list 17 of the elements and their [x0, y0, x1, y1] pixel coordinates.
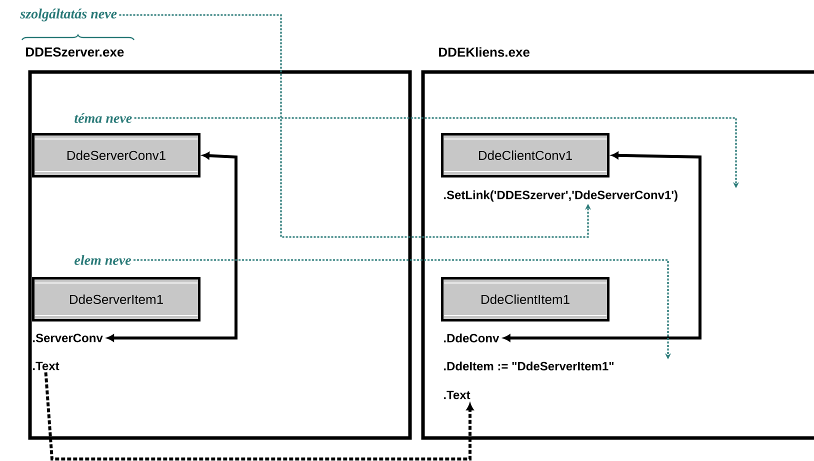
callout-text: elem neve: [74, 255, 132, 265]
node-label: DDESzerver.exe: [26, 47, 124, 57]
property-text: .ServerConv: [33, 334, 103, 342]
property-text: .Text: [33, 362, 60, 370]
callout-text: szolgáltatás neve: [20, 8, 117, 22]
property-text: .DdeConv: [444, 334, 500, 342]
component-box: DdeServerConv1: [32, 133, 200, 178]
property-text: .DdeItem := "DdeServerItem1": [444, 362, 614, 370]
component-box: DdeClientConv1: [441, 133, 610, 178]
component-box: DdeServerItem1: [32, 277, 200, 322]
connector-arrow: [503, 152, 702, 342]
connector-arrow: [107, 152, 238, 342]
component-box: DdeClientItem1: [441, 277, 610, 322]
connector-arrow: [44, 372, 474, 460]
property-text: .Text: [444, 390, 470, 400]
property-text: .SetLink('DDESzerver','DdeServerConv1'): [444, 190, 678, 202]
callout-text: téma neve: [74, 113, 132, 123]
